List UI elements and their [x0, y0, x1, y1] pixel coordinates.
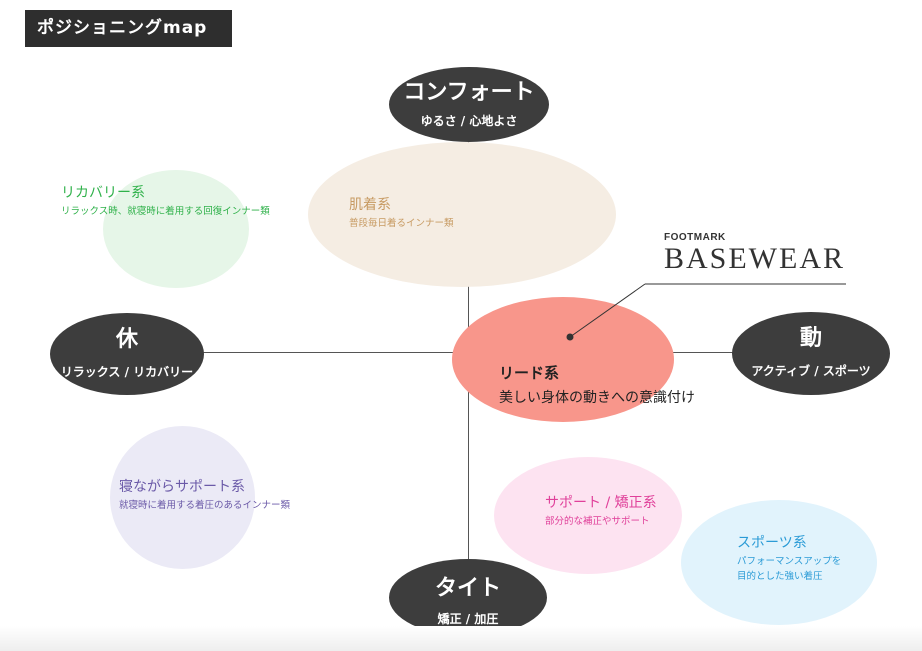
brand-logo: FOOTMARK BASEWEAR	[664, 232, 845, 275]
axis-node-move: 動 アクティブ / スポーツ	[732, 312, 890, 395]
bubble-sports	[681, 500, 877, 625]
axis-node-rest-label: 休	[115, 327, 138, 352]
brand-big: BASEWEAR	[664, 242, 845, 275]
category-sleep-support-name: 寝ながらサポート系	[119, 479, 245, 495]
category-lead: リード系 美しい身体の動きへの意識付け	[499, 362, 695, 407]
category-sleep-support-desc: 就寝時に着用する着圧のあるインナー類	[119, 500, 291, 511]
category-recovery: リカバリー系 リラックス時、就寝時に着用する回復インナー類	[61, 182, 270, 217]
bubble-recovery	[103, 170, 249, 288]
bubble-support	[494, 457, 682, 574]
category-recovery-desc: リラックス時、就寝時に着用する回復インナー類	[61, 206, 270, 217]
axis-node-move-sub: アクティブ / スポーツ	[751, 364, 871, 378]
category-lead-desc: 美しい身体の動きへの意識付け	[499, 390, 695, 406]
axis-node-comfort-label: コンフォート	[403, 80, 535, 105]
category-support-name: サポート / 矯正系	[545, 495, 657, 511]
bottom-fade	[0, 626, 922, 651]
axis-node-rest-sub: リラックス / リカバリー	[60, 365, 194, 379]
category-hadagi-name: 肌着系	[349, 197, 391, 213]
axis-node-tight: タイト 矯正 / 加圧	[389, 559, 547, 636]
category-sports: スポーツ系 パフォーマンスアップを 目的とした強い着圧	[737, 532, 841, 582]
brand-small: FOOTMARK	[664, 232, 726, 243]
category-sports-name: スポーツ系	[737, 535, 807, 551]
category-lead-name: リード系	[499, 364, 560, 382]
category-sleep-support: 寝ながらサポート系 就寝時に着用する着圧のあるインナー類	[119, 476, 290, 511]
axis-node-tight-label: タイト	[434, 576, 501, 601]
category-hadagi: 肌着系 普段毎日着るインナー類	[349, 194, 454, 229]
category-hadagi-desc: 普段毎日着るインナー類	[349, 218, 454, 229]
category-sports-desc-line1: パフォーマンスアップを	[737, 556, 842, 567]
category-support-desc: 部分的な補正やサポート	[545, 516, 650, 527]
axis-node-move-label: 動	[799, 326, 822, 351]
bubble-lead	[452, 297, 674, 422]
category-recovery-name: リカバリー系	[61, 185, 145, 201]
axis-node-rest: 休 リラックス / リカバリー	[50, 313, 204, 395]
axis-node-tight-sub: 矯正 / 加圧	[437, 612, 499, 626]
category-support: サポート / 矯正系 部分的な補正やサポート	[545, 492, 657, 527]
bubble-sleep-support	[110, 426, 255, 569]
category-sports-desc-line2: 目的とした強い着圧	[737, 571, 823, 582]
bubble-hadagi	[308, 142, 616, 287]
axis-node-comfort: コンフォート ゆるさ / 心地よさ	[389, 67, 549, 142]
map-title: ポジショニングmap	[25, 10, 232, 47]
axis-node-comfort-sub: ゆるさ / 心地よさ	[420, 114, 518, 128]
